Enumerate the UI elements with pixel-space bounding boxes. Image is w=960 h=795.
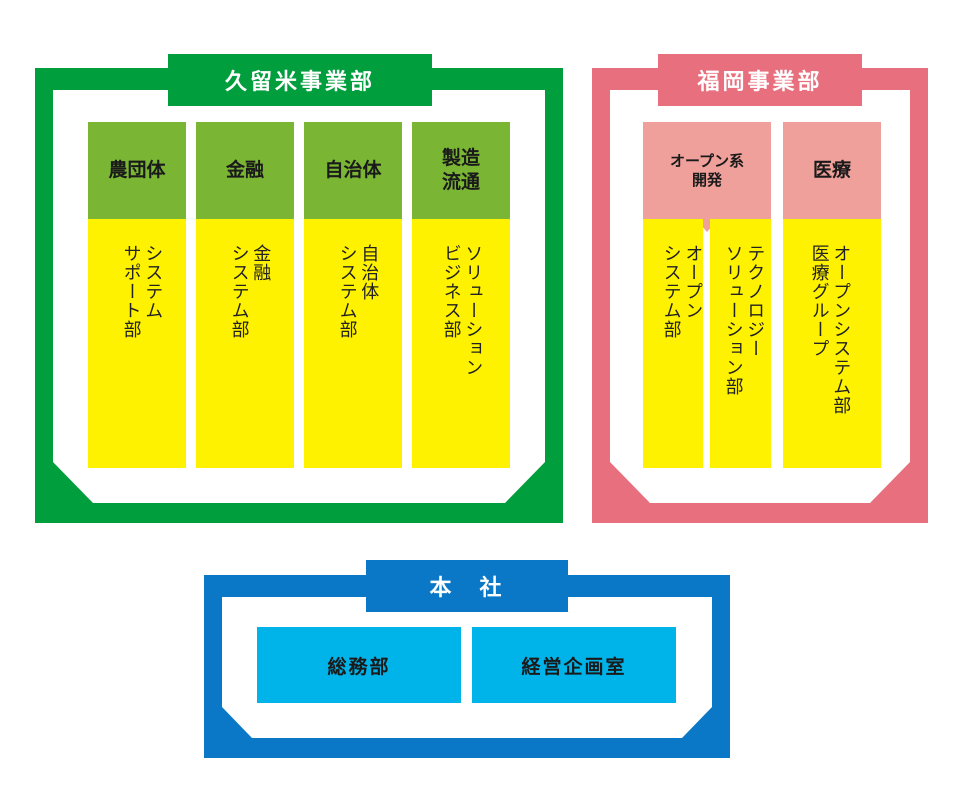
column-body-municipal [304, 219, 402, 468]
column-head-open: オープン系 開発 [643, 122, 771, 219]
column-body-manufacturing [412, 219, 510, 468]
column-body-open-system [643, 219, 703, 468]
general-affairs-box: 総務部 [257, 627, 461, 703]
column-head-finance: 金融 [196, 122, 294, 219]
unit-system-support: システム サポート部 [120, 244, 164, 339]
unit-finance-system: 金融 システム部 [228, 244, 272, 339]
unit-solution-business: ソリューション ビジネス部 [440, 244, 484, 377]
unit-open-system: オープン システム部 [660, 244, 704, 339]
unit-municipal-system: 自治体 システム部 [336, 244, 380, 339]
column-body-technology [710, 219, 771, 468]
fukuoka-division-title: 福岡事業部 [658, 54, 862, 106]
column-body-medical [783, 219, 881, 468]
column-body-agri [88, 219, 186, 468]
column-body-finance [196, 219, 294, 468]
column-head-municipal: 自治体 [304, 122, 402, 219]
column-head-manufacturing: 製造 流通 [412, 122, 510, 219]
unit-technology-solution: テクノロジー ソリューション部 [722, 244, 766, 396]
kurume-division-title: 久留米事業部 [168, 54, 432, 106]
corporate-planning-box: 経営企画室 [472, 627, 676, 703]
column-head-agri: 農団体 [88, 122, 186, 219]
unit-open-system-medical: オープンシステム部 医療グループ [808, 244, 852, 415]
honsha-title: 本 社 [366, 560, 568, 612]
column-head-medical: 医療 [783, 122, 881, 219]
